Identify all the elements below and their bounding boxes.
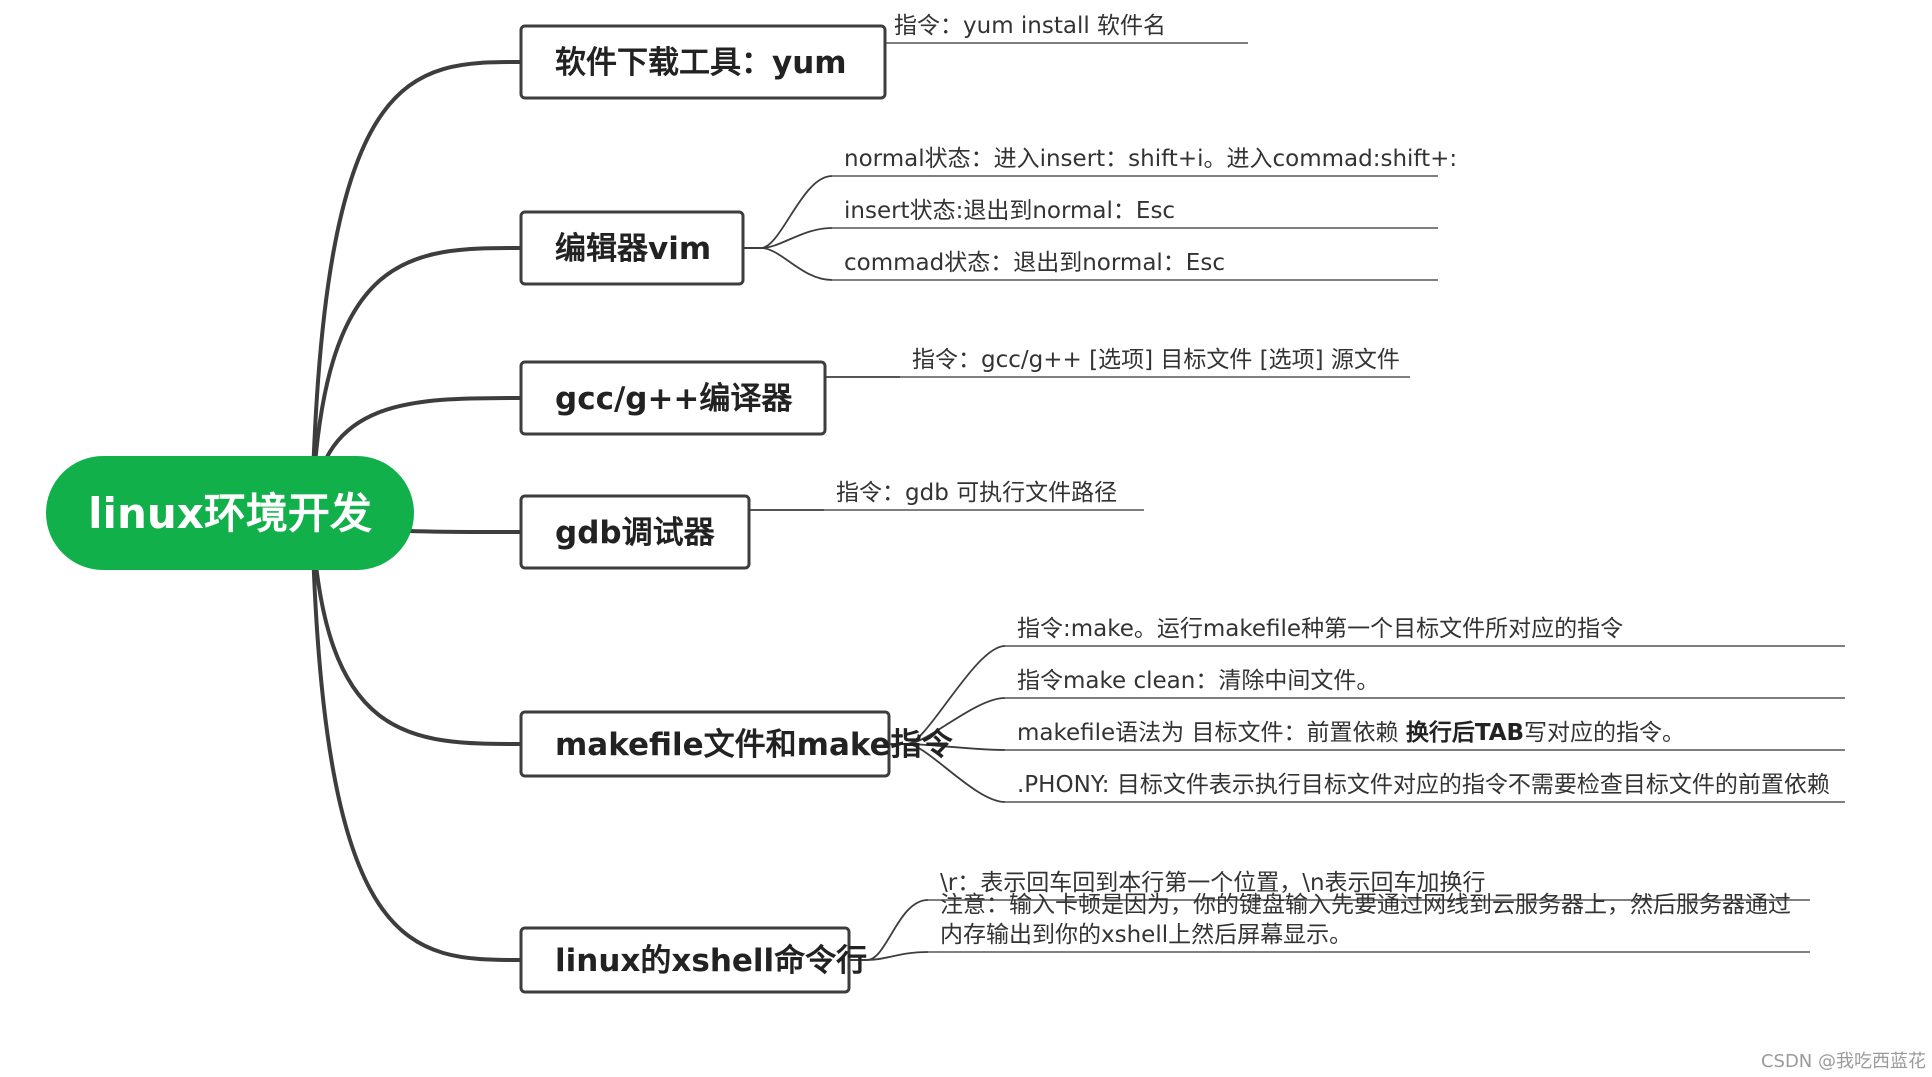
leaf-connector — [760, 247, 833, 281]
leaf-text-span: 指令:make。运行makefile种第一个目标文件所对应的指令 — [1017, 616, 1623, 642]
branch-node[interactable]: gdb调试器 — [519, 494, 751, 570]
leaf-text: 注意：输入卡顿是因为，你的键盘输入先要通过网线到云服务器上，然后服务器通过 — [940, 892, 1791, 918]
leaf-connector — [906, 697, 1006, 745]
branch-layer: 软件下载工具：yum 编辑器vim gcc/g++编译器 gdb调试器 makefile… — [519, 24, 954, 994]
leaf-connector — [760, 175, 833, 249]
leaf-text: normal状态：进入insert：shift+i。进入commad:shift… — [844, 146, 1457, 172]
branch-node-label: 编辑器vim — [555, 231, 711, 267]
branch-node-label: linux的xshell命令行 — [555, 943, 867, 979]
leaf-connector — [866, 951, 929, 961]
leaf-text-bold-span: 换行后TAB — [1406, 719, 1524, 746]
branch-node-box — [519, 24, 887, 100]
leaf-text-span: insert状态:退出到normal：Esc — [844, 198, 1175, 224]
leaf-text-span: .PHONY: 目标文件表示执行目标文件对应的指令不需要检查目标文件的前置依赖 — [1017, 772, 1830, 798]
leaf-text: insert状态:退出到normal：Esc — [844, 198, 1175, 224]
leaf-text: .PHONY: 目标文件表示执行目标文件对应的指令不需要检查目标文件的前置依赖 — [1017, 772, 1830, 798]
branch-node-box — [519, 210, 745, 286]
branch-node[interactable]: gcc/g++编译器 — [519, 360, 827, 436]
branch-node-box — [519, 360, 827, 436]
branch-node-label: makefile文件和make指令 — [555, 727, 954, 763]
leaf-connector — [866, 899, 929, 961]
root-branch-connector — [310, 60, 522, 514]
root-node-shape — [46, 456, 414, 570]
leaf-text: 内存输出到你的xshell上然后屏幕显示。 — [940, 922, 1352, 948]
leaf-layer: 指令：yum install 软件名 normal状态：进入insert：shif… — [824, 13, 1845, 953]
leaf-text-span: 指令：yum install 软件名 — [894, 13, 1166, 39]
leaf-connector — [906, 743, 1006, 803]
leaf-text-span: 指令make clean：清除中间文件。 — [1017, 668, 1379, 694]
leaf-text: 指令：gdb 可执行文件路径 — [836, 480, 1117, 506]
branch-node[interactable]: 编辑器vim — [519, 210, 745, 286]
root-branch-connector — [310, 512, 522, 962]
leaf-text: 指令make clean：清除中间文件。 — [1017, 668, 1379, 694]
leaf-text-span: 内存输出到你的xshell上然后屏幕显示。 — [940, 922, 1352, 948]
leaf-text: \r：表示回车回到本行第一个位置，\n表示回车加换行 — [940, 870, 1486, 896]
leaf-text: 指令：yum install 软件名 — [894, 13, 1166, 39]
leaf-text: makefile语法为 目标文件：前置依赖 换行后TAB写对应的指令。 — [1017, 719, 1685, 746]
leaf-text: 指令:make。运行makefile种第一个目标文件所对应的指令 — [1017, 616, 1623, 642]
leaf-connector — [906, 645, 1006, 745]
leaf-text-span: normal状态：进入insert：shift+i。进入commad:shift… — [844, 146, 1457, 172]
leaf-text: 指令：gcc/g++ [选项] 目标文件 [选项] 源文件 — [912, 347, 1400, 373]
leaf-text-span: makefile语法为 目标文件：前置依赖 — [1017, 720, 1406, 746]
branch-node-label: gdb调试器 — [555, 515, 716, 551]
branch-node-label: gcc/g++编译器 — [555, 381, 793, 417]
leaf-text-span: \r：表示回车回到本行第一个位置，\n表示回车加换行 — [940, 870, 1486, 896]
root-branch-connector — [310, 512, 522, 746]
branch-node-label: 软件下载工具：yum — [555, 45, 847, 81]
root-node-label: linux环境开发 — [88, 489, 372, 538]
leaf-text-span: 指令：gcc/g++ [选项] 目标文件 [选项] 源文件 — [912, 347, 1400, 373]
leaf-text-span: commad状态：退出到normal：Esc — [844, 250, 1225, 276]
branch-node-box — [519, 710, 891, 778]
root-branch-connector — [310, 246, 522, 514]
leaf-text-span: 注意：输入卡顿是因为，你的键盘输入先要通过网线到云服务器上，然后服务器通过 — [940, 892, 1791, 918]
branch-node[interactable]: makefile文件和make指令 — [519, 710, 954, 778]
leaf-text: commad状态：退出到normal：Esc — [844, 250, 1225, 276]
leaf-text-span: 写对应的指令。 — [1524, 720, 1685, 746]
leaf-text-span: 指令：gdb 可执行文件路径 — [836, 480, 1117, 506]
branch-node-box — [519, 494, 751, 570]
leaf-connector — [760, 227, 833, 249]
connectors — [310, 42, 1006, 962]
branch-node-box — [519, 926, 851, 994]
leaf-connector — [906, 743, 1006, 751]
branch-node[interactable]: linux的xshell命令行 — [519, 926, 867, 994]
watermark: CSDN @我吃西蓝花 — [1761, 1051, 1926, 1072]
branch-node[interactable]: 软件下载工具：yum — [519, 24, 887, 100]
root-node[interactable]: linux环境开发 — [46, 456, 414, 570]
